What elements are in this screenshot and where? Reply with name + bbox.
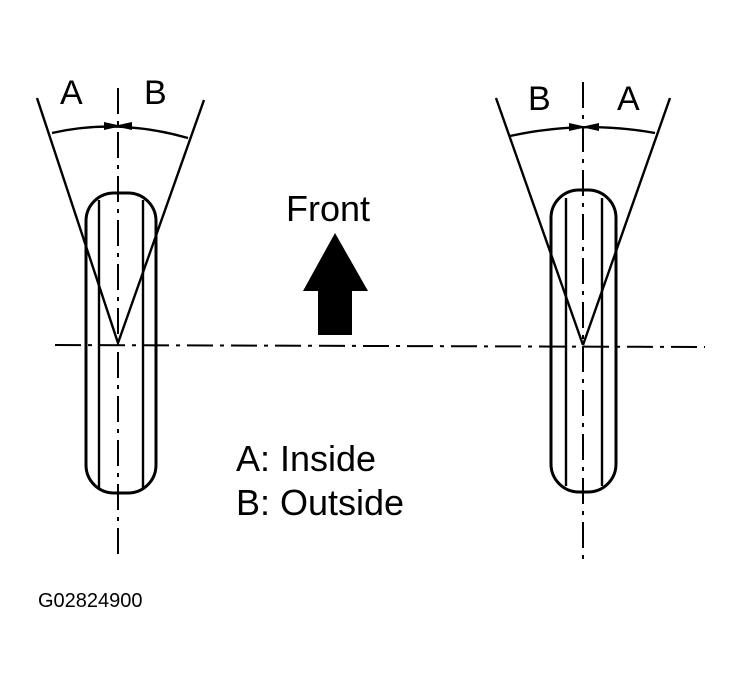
right-arc-arrowhead	[569, 123, 587, 131]
left-toe-line-a	[35, 97, 120, 344]
right-tire	[549, 188, 618, 494]
right-label-b: B	[528, 80, 551, 118]
right-arc-arrowhead	[581, 123, 599, 131]
left-label-b: B	[144, 74, 167, 112]
left-toe-line-b	[116, 99, 206, 344]
legend-inside: A: Inside	[236, 438, 376, 479]
right-label-a: A	[617, 80, 640, 118]
front-label: Front	[286, 188, 370, 229]
right-toe-line-b	[494, 97, 585, 346]
front-indicator: Front	[286, 188, 370, 335]
legend: A: Inside B: Outside	[236, 438, 404, 523]
left-label-a: A	[60, 74, 83, 112]
left-wheel-assembly: A B	[35, 74, 206, 555]
left-tire	[84, 191, 158, 495]
front-arrow	[303, 233, 368, 335]
figure-id: G02824900	[38, 590, 143, 612]
left-arc-arrowhead	[114, 122, 132, 130]
right-wheel-assembly: B A	[494, 80, 672, 560]
legend-outside: B: Outside	[236, 482, 404, 523]
left-angle-arc	[51, 125, 189, 140]
right-toe-line-a	[581, 97, 672, 346]
axle-centerline	[54, 344, 706, 348]
left-arc-arrowhead	[104, 122, 122, 130]
